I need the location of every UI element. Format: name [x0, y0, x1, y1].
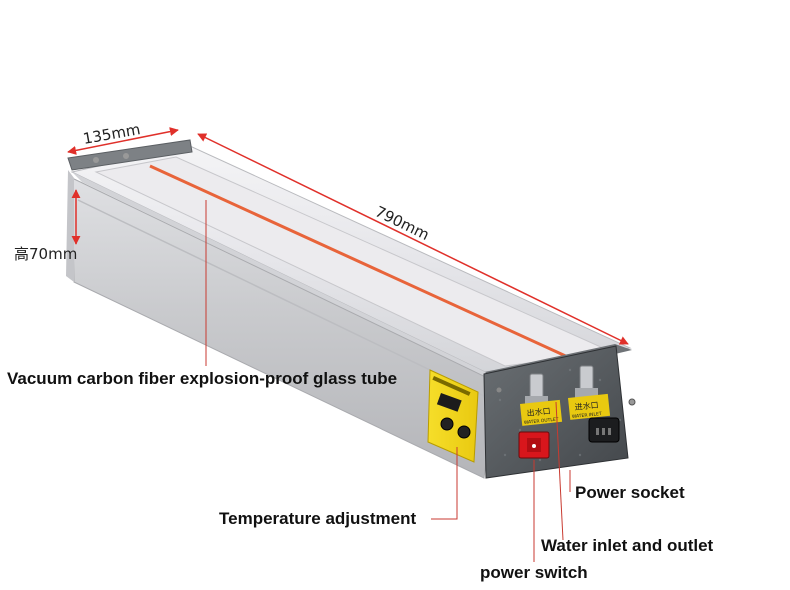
water-outlet-nut	[525, 396, 548, 406]
water-inlet-en: WATER INLET	[572, 411, 603, 420]
power-switch-callout: power switch	[480, 563, 588, 582]
water-inlet-nut	[575, 388, 598, 398]
cap-screw	[628, 398, 636, 406]
bracket-screw	[93, 157, 99, 163]
glass-tube-callout: Vacuum carbon fiber explosion-proof glas…	[7, 369, 397, 388]
panel-warning-text	[432, 376, 471, 396]
temperature-knob-up[interactable]	[440, 417, 454, 431]
power-switch-dot	[532, 444, 536, 448]
water-outlet-en: WATER OUTLET	[524, 416, 559, 426]
heater-left-end	[66, 170, 74, 282]
power-socket-callout: Power socket	[575, 483, 685, 502]
temperature-callout: Temperature adjustment	[219, 509, 416, 528]
water-inlet-plate	[568, 393, 611, 420]
temperature-knob-down[interactable]	[457, 425, 471, 439]
socket-pin	[602, 428, 605, 435]
width-dimension-arrow	[67, 127, 179, 155]
water-inlet-cn: 进水口	[574, 400, 599, 412]
water-callout: Water inlet and outlet	[541, 536, 714, 555]
socket-pin	[608, 428, 611, 435]
height-label: 高70mm	[14, 245, 77, 263]
water-outlet-cn: 出水口	[526, 406, 551, 418]
length-dimension-arrow	[197, 133, 629, 345]
bracket-screw	[123, 153, 129, 159]
water-outlet-plate	[519, 399, 563, 426]
cap-screw	[496, 387, 502, 393]
temperature-leader	[431, 447, 458, 520]
socket-pin	[596, 428, 599, 435]
water-leader	[555, 401, 564, 541]
temperature-display	[436, 393, 462, 412]
